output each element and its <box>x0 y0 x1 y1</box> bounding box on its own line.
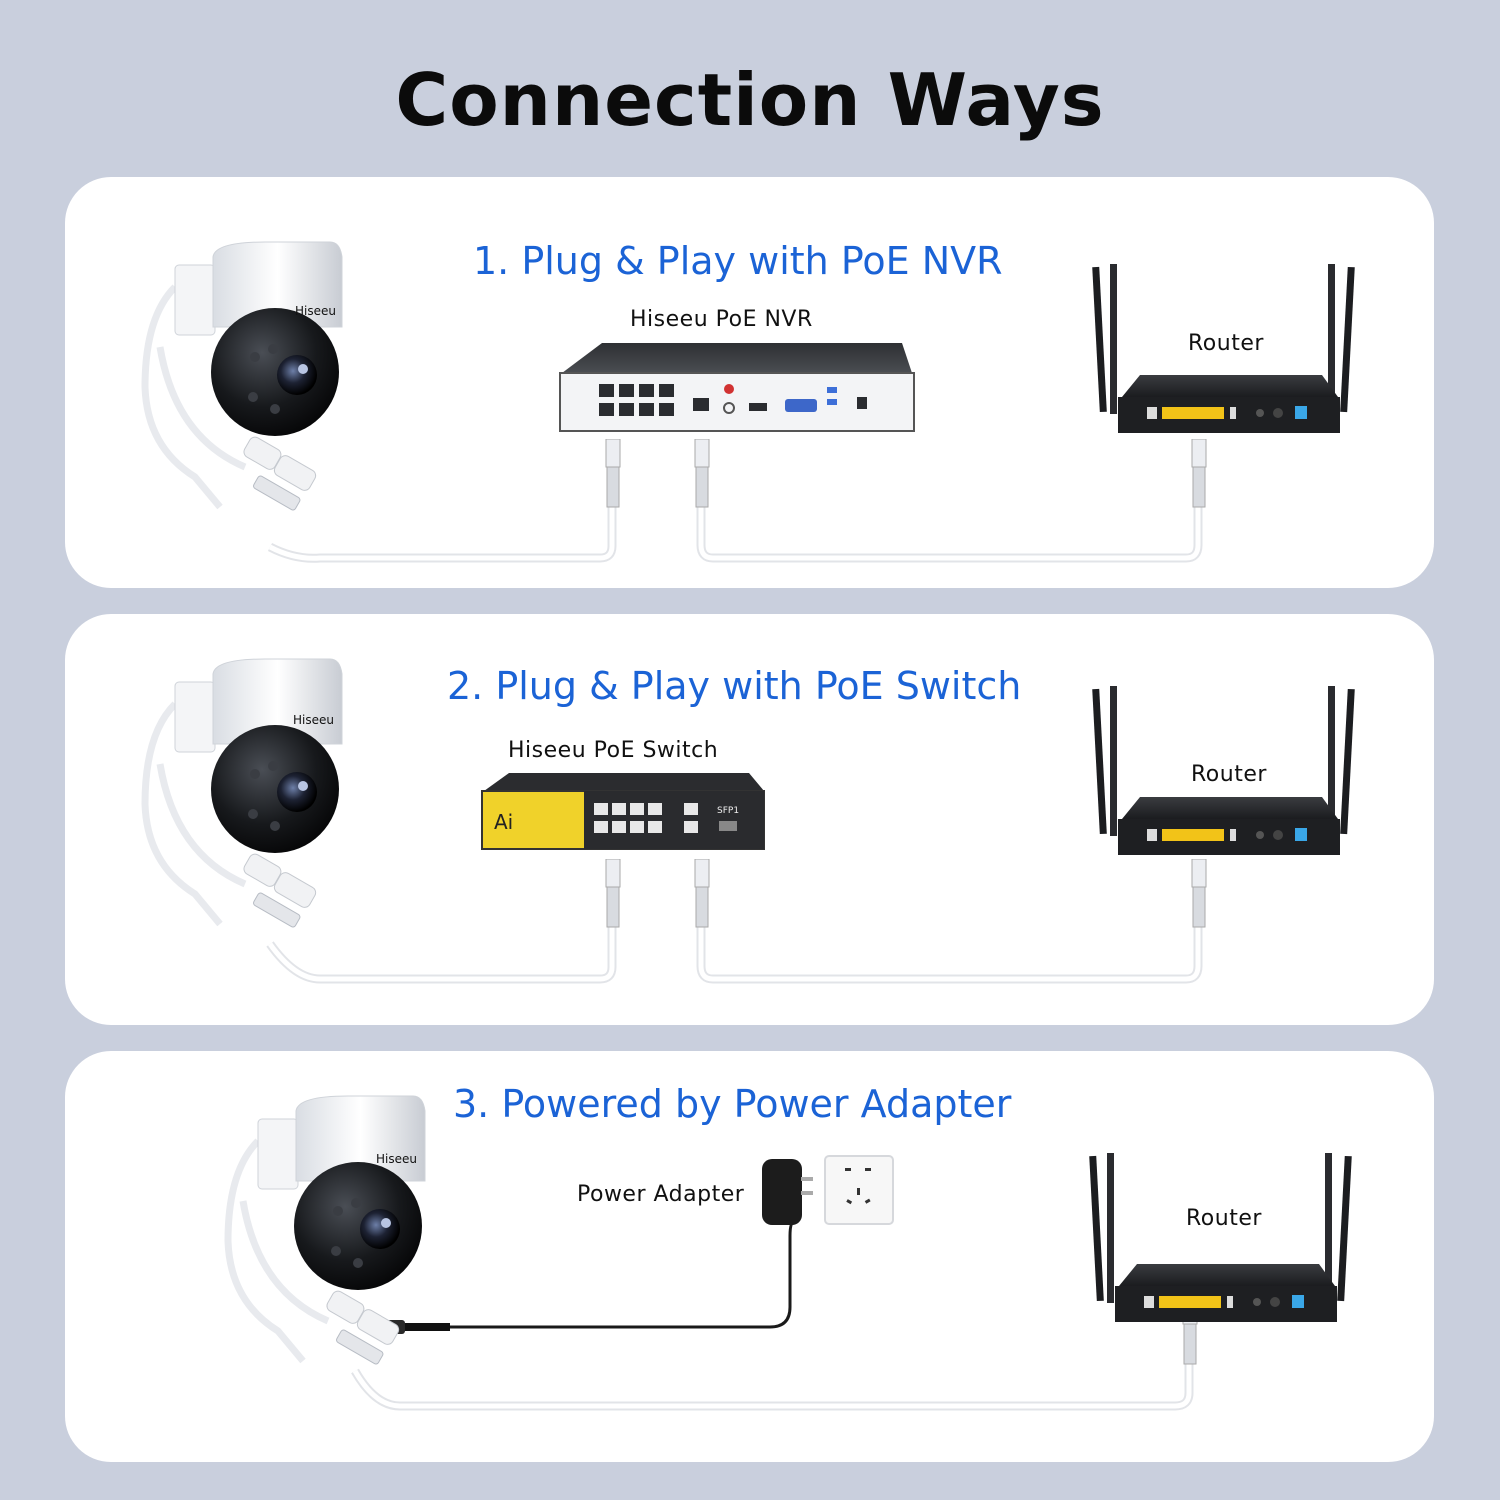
ptz-camera: Hiseeu <box>141 241 343 511</box>
cable-lines <box>267 507 1203 563</box>
router-label: Router <box>1188 331 1264 356</box>
rj45-connector <box>694 439 710 508</box>
section-power-adapter: Hiseeu 3. Powered by Power Adapter Power… <box>65 1051 1434 1462</box>
rj45-connector <box>605 439 621 508</box>
section-poe-switch: Hiseeu 2. Plug & Play with PoE Switch Hi… <box>65 614 1434 1025</box>
hub-label: Hiseeu PoE NVR <box>630 307 813 332</box>
router-label: Router <box>1186 1206 1262 1231</box>
rj45-connector <box>1191 439 1207 508</box>
page-title: Connection Ways <box>395 58 1105 142</box>
rj45-connector <box>605 859 621 928</box>
section-poe-nvr: Hiseeu 1. Plug & Play with PoE NVR Hisee… <box>65 177 1434 588</box>
switch-badge: Ai <box>494 810 513 834</box>
router-device <box>1089 1153 1352 1322</box>
svg-text:Hiseeu: Hiseeu <box>293 713 334 727</box>
ptz-camera: Hiseeu <box>224 1095 426 1365</box>
svg-text:Hiseeu: Hiseeu <box>376 1152 417 1166</box>
section-heading: 1. Plug & Play with PoE NVR <box>473 239 1003 283</box>
router-label: Router <box>1191 762 1267 787</box>
section-heading: 2. Plug & Play with PoE Switch <box>447 664 1022 708</box>
cable-lines <box>266 924 1203 984</box>
hub-label: Hiseeu PoE Switch <box>508 738 719 763</box>
rj45-connector <box>694 859 710 928</box>
switch-sfp-label: SFP1 <box>717 806 739 816</box>
wall-socket-icon <box>824 1155 894 1225</box>
section-heading: 3. Powered by Power Adapter <box>453 1082 1012 1126</box>
router-device <box>1092 686 1355 855</box>
ptz-camera: Hiseeu <box>141 658 343 928</box>
router-device <box>1092 264 1355 433</box>
power-adapter-icon <box>762 1159 813 1225</box>
poe-switch-device: Ai SFP1 <box>481 773 765 850</box>
svg-text:Hiseeu: Hiseeu <box>295 304 336 318</box>
hub-label: Power Adapter <box>577 1182 745 1207</box>
poe-nvr-device <box>559 343 915 432</box>
rj45-connector <box>1191 859 1207 928</box>
